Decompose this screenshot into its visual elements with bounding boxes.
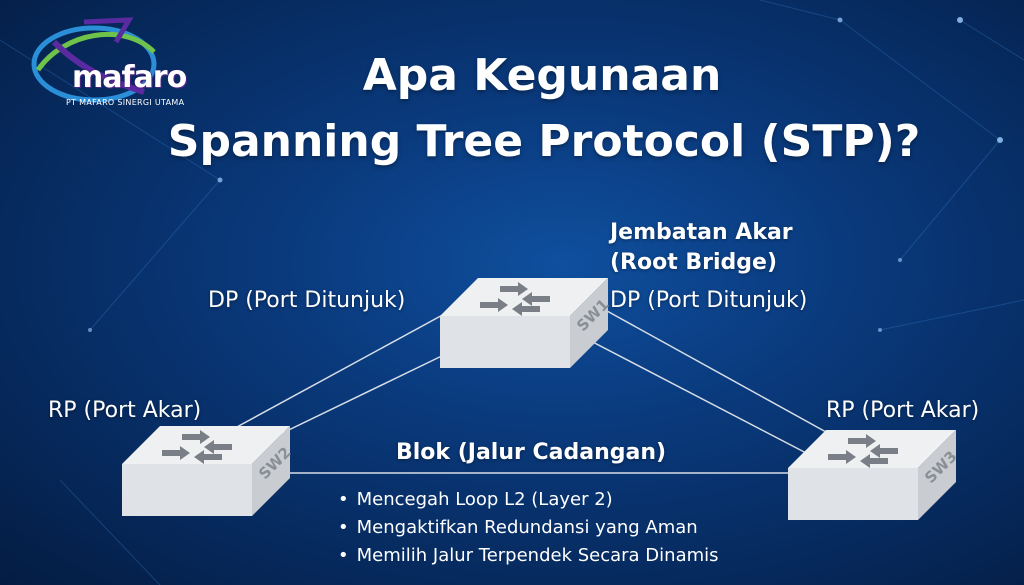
designated-port-left-label: DP (Port Ditunjuk) — [208, 288, 406, 313]
list-item: Memilih Jalur Terpendek Secara Dinamis — [338, 542, 719, 570]
root-bridge-label-line-1: Jembatan Akar — [610, 220, 793, 245]
switch-arrows-icon — [480, 282, 550, 316]
list-item: Mengaktifkan Redundansi yang Aman — [338, 514, 719, 542]
switch-sw2[interactable]: SW2 — [122, 420, 292, 520]
logo-wordmark: mafaro — [72, 60, 187, 95]
designated-port-right-label: DP (Port Ditunjuk) — [610, 288, 808, 313]
switch-sw1[interactable]: SW1 — [440, 272, 610, 372]
link-sw1-sw3 — [597, 305, 827, 433]
page-title-line-1: Apa Kegunaan — [362, 50, 722, 101]
logo-company-name: PT MAFARO SINERGI UTAMA — [66, 98, 185, 107]
link-sw1-sw3-lower — [584, 337, 811, 456]
switch-arrows-icon — [828, 434, 898, 468]
blocked-link-label: Blok (Jalur Cadangan) — [396, 440, 667, 465]
logo-globe-icon — [31, 17, 157, 103]
switch-sw3[interactable]: SW3 — [788, 424, 958, 524]
list-item: Mencegah Loop L2 (Layer 2) — [338, 486, 719, 514]
switch-arrows-icon — [162, 430, 232, 464]
link-sw1-sw2-lower — [267, 351, 451, 441]
root-port-left-label: RP (Port Akar) — [48, 398, 202, 423]
page-title-line-2: Spanning Tree Protocol (STP)? — [167, 116, 921, 167]
root-bridge-label-line-2: (Root Bridge) — [610, 250, 778, 275]
link-sw1-sw2 — [234, 299, 471, 429]
company-logo: mafaro PT MAFARO SINERGI UTAMA — [24, 12, 194, 112]
root-port-right-label: RP (Port Akar) — [826, 398, 980, 423]
benefits-list: Mencegah Loop L2 (Layer 2) Mengaktifkan … — [338, 486, 719, 570]
